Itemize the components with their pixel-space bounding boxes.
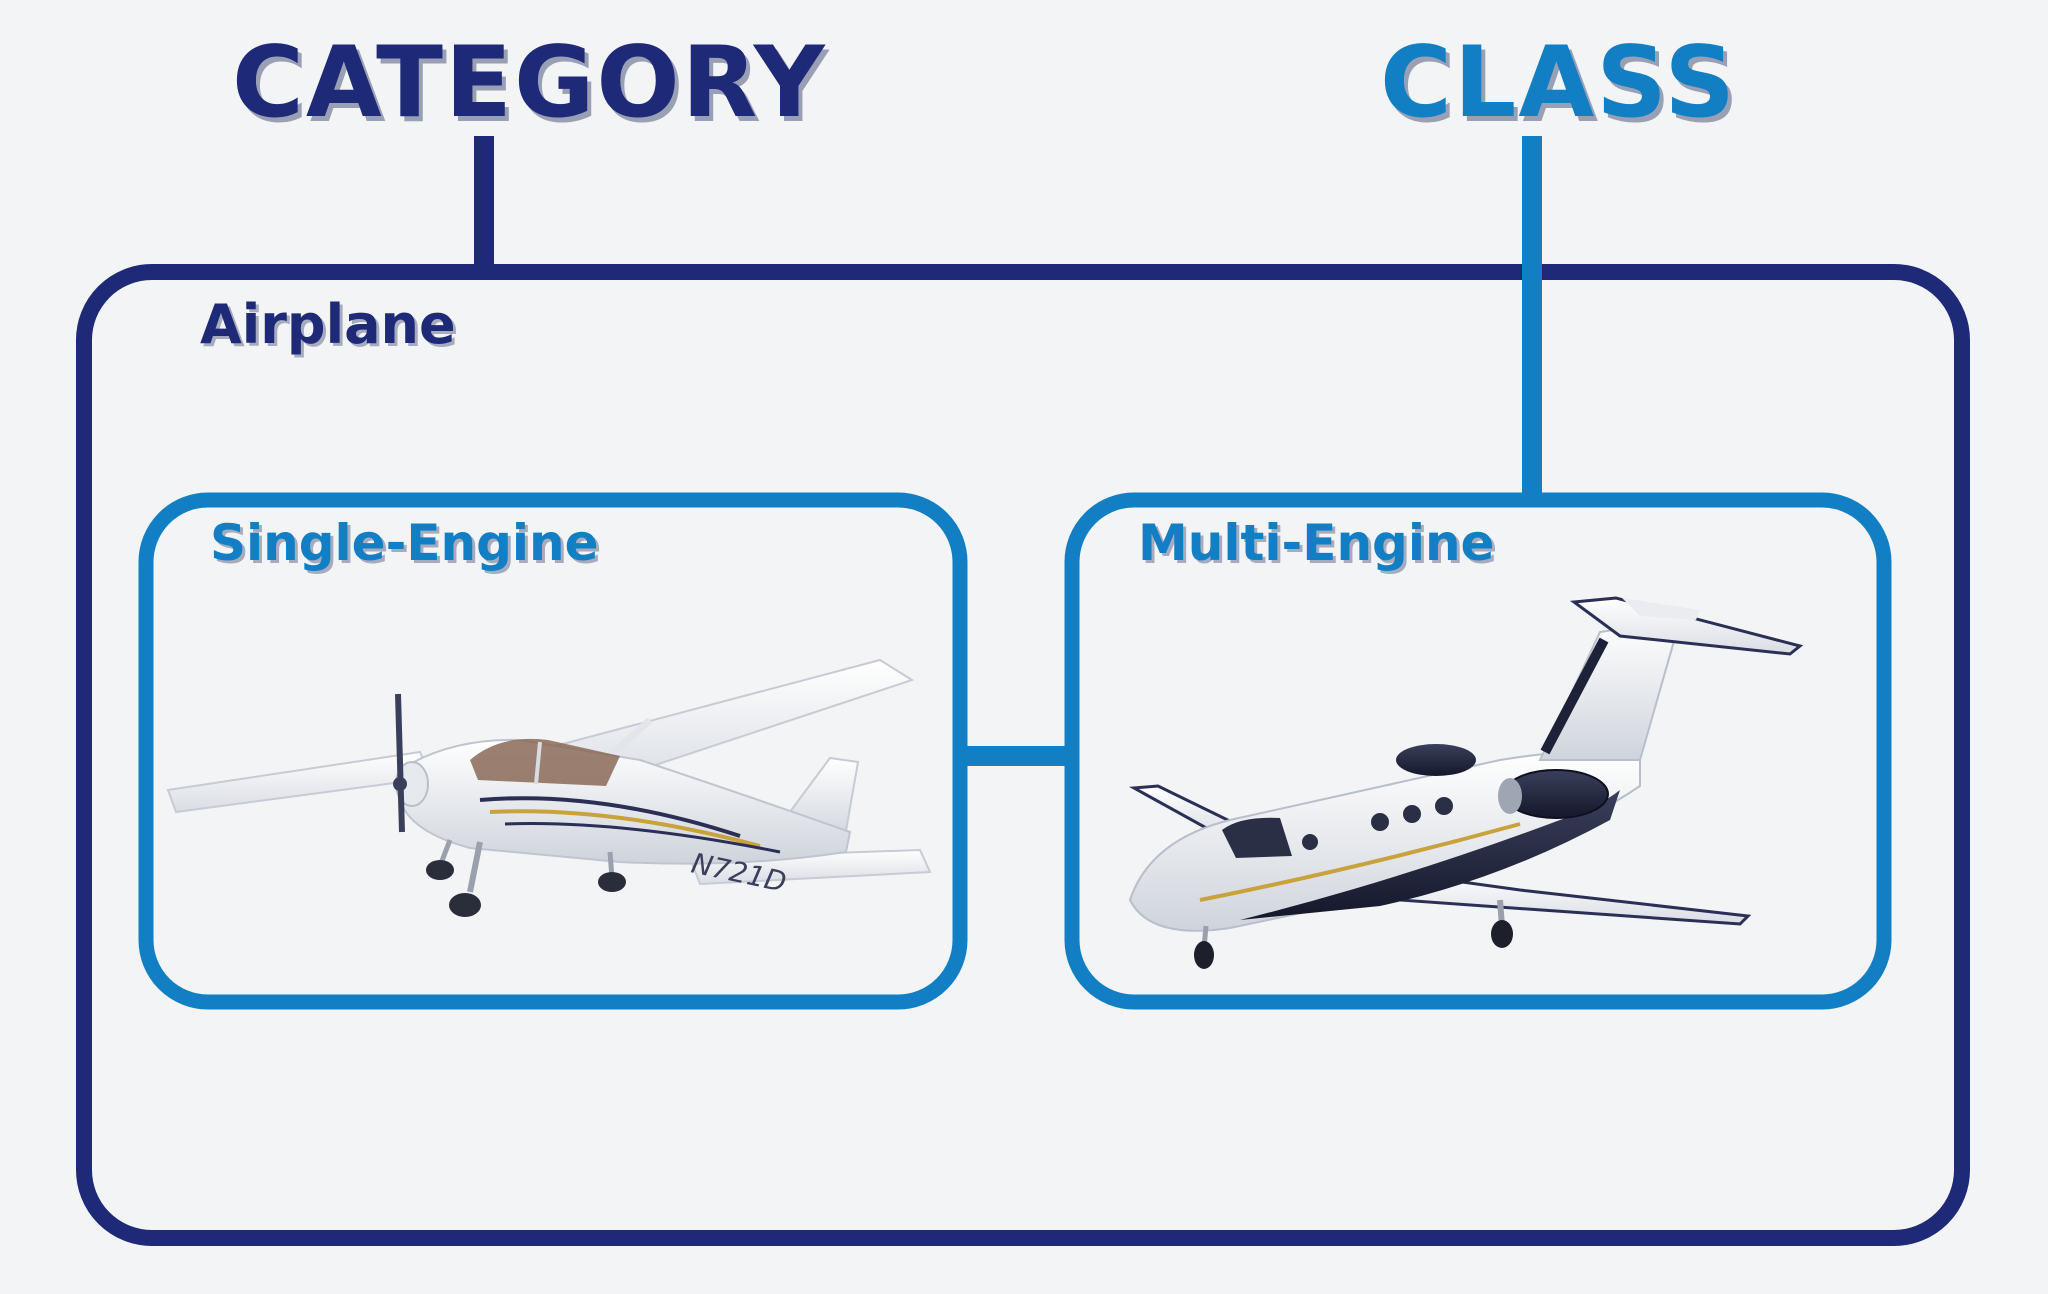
single-engine-box [138, 492, 968, 1010]
single-engine-airplane-illustration: N721D [166, 658, 932, 917]
category-heading: CATEGORY [232, 26, 827, 140]
multi-engine-box [1064, 492, 1892, 1010]
single-engine-label: Single-Engine [210, 514, 599, 572]
multi-engine-jet-illustration [1128, 596, 1804, 969]
category-box [76, 264, 1970, 1246]
category-box-label: Airplane [200, 293, 456, 356]
multi-engine-label: Multi-Engine [1138, 514, 1495, 572]
class-heading: CLASS [1380, 26, 1737, 140]
